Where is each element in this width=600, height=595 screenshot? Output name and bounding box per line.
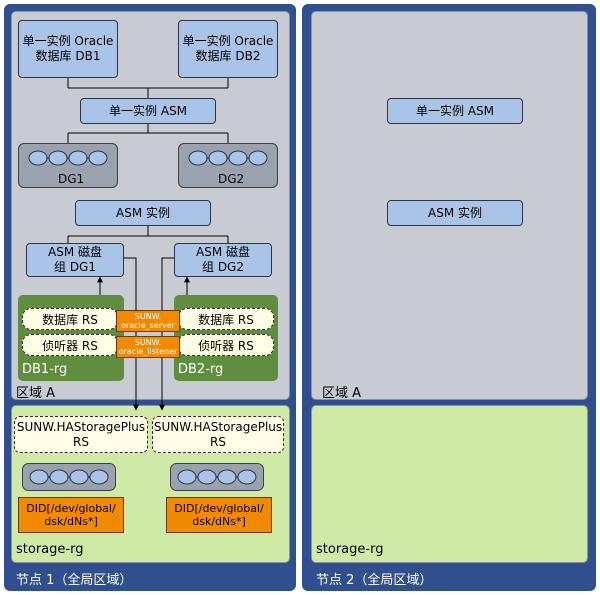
node2-asm-instance: ASM 实例 (387, 200, 523, 226)
dg1-label: DG1 (58, 172, 85, 186)
node-2-label: 节点 2（全局区域） (316, 573, 433, 588)
storage-disks-left-icon (22, 463, 116, 491)
dg1-disks-icon (28, 150, 108, 166)
db1-rg-label: DB1-rg (22, 362, 68, 377)
node-1-label: 节点 1（全局区域） (16, 573, 133, 588)
hastorageplus-rs-left: SUNW.HAStoragePlus RS (14, 416, 148, 453)
zone-a-label-node-1: 区域 A (16, 386, 56, 401)
oracle-db1: 单一实例 Oracle 数据库 DB1 (18, 20, 118, 78)
asm-disk-group-dg2: ASM 磁盘 组 DG2 (174, 243, 272, 277)
db1-database-rs: 数据库 RS (22, 308, 118, 330)
asm-instance: ASM 实例 (75, 200, 211, 226)
oracle-db2: 单一实例 Oracle 数据库 DB2 (178, 20, 278, 78)
db2-listener-rs: 侦听器 RS (178, 334, 274, 356)
db1-listener-rs: 侦听器 RS (22, 334, 118, 356)
dg2-box (178, 143, 278, 188)
did-device-right: DID[/dev/global/ dsk/dNs*] (166, 497, 272, 533)
sunw-oracle-server: SUNW. oracle_server (116, 310, 180, 332)
db2-rg-label: DB2-rg (178, 362, 224, 377)
storage-rg-node-2 (311, 405, 588, 563)
node2-asm-single-instance: 单一实例 ASM (387, 98, 523, 124)
db2-database-rs: 数据库 RS (178, 308, 274, 330)
dg2-disks-icon (188, 150, 268, 166)
asm-single-instance: 单一实例 ASM (80, 98, 216, 124)
storage-rg-label-node-2: storage-rg (316, 542, 384, 557)
asm-disk-group-dg1: ASM 磁盘 组 DG1 (26, 243, 124, 277)
dg1-box (18, 143, 118, 188)
storage-disks-right-icon (170, 463, 264, 491)
did-device-left: DID[/dev/global/ dsk/dNs*] (18, 497, 124, 533)
dg2-label: DG2 (218, 172, 245, 186)
sunw-oracle-listener: SUNW. oracle_listener (116, 336, 180, 358)
zone-a-label-node-2: 区域 A (322, 386, 362, 401)
storage-rg-label-node-1: storage-rg (16, 542, 84, 557)
hastorageplus-rs-right: SUNW.HAStoragePlus RS (152, 416, 284, 453)
